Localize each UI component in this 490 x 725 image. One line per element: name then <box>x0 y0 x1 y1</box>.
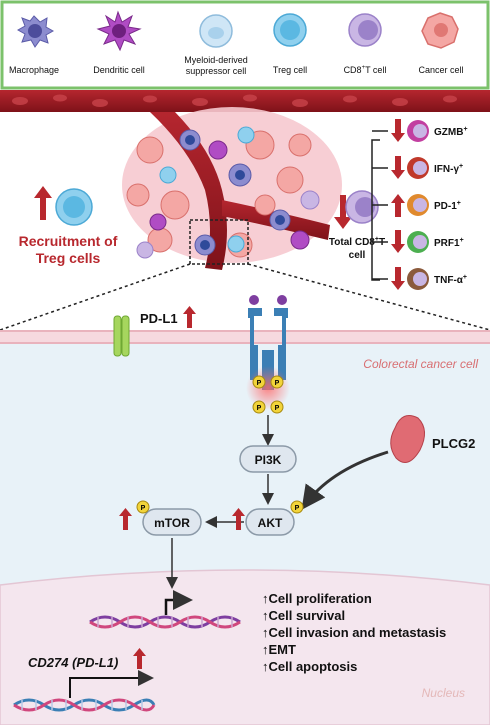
down-arrow-icon <box>391 267 405 290</box>
marker-label: IFN-γ+ <box>434 163 463 175</box>
dna-icon <box>13 698 156 712</box>
up-arrow-icon <box>133 648 146 669</box>
svg-text:P: P <box>295 505 300 512</box>
plcg2-protein-icon <box>390 415 425 463</box>
marker-label: PD-1+ <box>434 200 461 212</box>
svg-text:P: P <box>257 405 262 412</box>
outcome-item: ↑Cell invasion and metastasis <box>262 625 446 640</box>
pdl1-protein-icon <box>113 315 130 357</box>
outcome-item: ↑Cell proliferation <box>262 591 372 606</box>
legend-label-macrophage: Macrophage <box>9 65 59 75</box>
akt-node <box>245 508 295 536</box>
mtor-node <box>142 508 202 536</box>
legend-label-cd8: CD8+T cell <box>344 65 387 75</box>
nucleus-label: Nucleus <box>422 686 465 700</box>
zoom-box <box>189 219 249 265</box>
marker-label: GZMB+ <box>434 126 468 138</box>
up-arrow-icon <box>391 194 405 217</box>
phospho-icons: P P P P <box>252 375 284 414</box>
legend-box: Macrophage Dendritic cell Myeloid-derive… <box>0 0 490 90</box>
cd8-label-line2: cell <box>349 250 366 261</box>
marker-item: IFN-γ+ <box>372 156 463 179</box>
legend-label-mdsc-line2: suppressor cell <box>186 66 247 76</box>
cd8-t-cell-icon <box>348 13 382 47</box>
marker-item: PD-1+ <box>372 194 461 217</box>
cancer-cell-icon <box>421 12 459 49</box>
treg-recruitment: Recruitment of Treg cells <box>19 186 118 266</box>
treg-label-line1: Recruitment of <box>19 233 118 249</box>
outcome-item: ↑EMT <box>262 642 296 657</box>
up-arrow-icon <box>183 306 196 328</box>
tumor-microenvironment: Recruitment of Treg cells Total CD8+T ce… <box>0 90 490 331</box>
svg-text:P: P <box>275 405 280 412</box>
pdl1-label: PD-L1 <box>140 311 178 326</box>
outcome-item: ↑Cell survival <box>262 608 345 623</box>
svg-text:P: P <box>275 380 280 387</box>
up-arrow-icon <box>34 186 52 220</box>
tumor-cells <box>126 126 320 259</box>
phospho-icon <box>290 500 304 514</box>
transcription-arrow-icon <box>164 590 193 615</box>
legend-label-treg: Treg cell <box>273 65 307 75</box>
cd8-total: Total CD8+T cell <box>329 139 385 281</box>
nucleus <box>0 569 490 725</box>
mdsc-icon <box>199 14 233 48</box>
dna-icon <box>89 615 241 629</box>
outcome-list: ↑Cell proliferation ↑Cell survival ↑Cell i… <box>262 591 446 674</box>
marker-list: GZMB+ IFN-γ+ PD-1+ PRF1+ TNF-α+ <box>372 119 468 290</box>
svg-text:P: P <box>141 505 146 512</box>
down-arrow-icon <box>334 195 352 229</box>
macrophage-icon <box>16 15 55 48</box>
down-arrow-icon <box>391 156 405 179</box>
outcome-item: ↑Cell apoptosis <box>262 659 357 674</box>
marker-item: PRF1+ <box>372 230 464 253</box>
up-arrow-icon <box>119 508 132 530</box>
pi3k-label: PI3K <box>255 453 282 467</box>
mtor-label: mTOR <box>154 516 190 530</box>
blood-vessel-top <box>0 90 490 112</box>
legend-label-dendritic: Dendritic cell <box>93 65 145 75</box>
marker-label: TNF-α+ <box>434 274 467 286</box>
svg-text:P: P <box>257 380 262 387</box>
gene-label: CD274 (PD-L1) <box>28 655 118 670</box>
treg-label-line2: Treg cells <box>36 250 101 266</box>
phospho-icon <box>136 500 150 514</box>
akt-label: AKT <box>258 516 283 530</box>
receptor-icon <box>246 295 290 410</box>
legend-border <box>0 0 490 90</box>
transcription-arrow-icon <box>69 670 154 698</box>
down-arrow-icon <box>391 119 405 142</box>
marker-label: PRF1+ <box>434 237 464 249</box>
pi3k-node <box>239 445 297 473</box>
marker-bracket <box>371 139 380 281</box>
cancer-cell: Colorectal cancer cell Nucleus PD-L1 P P… <box>0 295 490 725</box>
treg-cell-icon <box>273 13 307 47</box>
dendritic-cell-icon <box>96 10 142 52</box>
marker-item: TNF-α+ <box>372 267 467 290</box>
plcg2-label: PLCG2 <box>432 436 475 451</box>
legend-label-cancer: Cancer cell <box>418 65 463 75</box>
cell-membrane <box>0 330 490 344</box>
down-arrow-icon <box>391 230 405 253</box>
legend-label-mdsc-line1: Myeloid-derived <box>184 55 248 65</box>
marker-item: GZMB+ <box>372 119 468 142</box>
cell-label: Colorectal cancer cell <box>363 357 478 371</box>
up-arrow-icon <box>232 508 245 530</box>
